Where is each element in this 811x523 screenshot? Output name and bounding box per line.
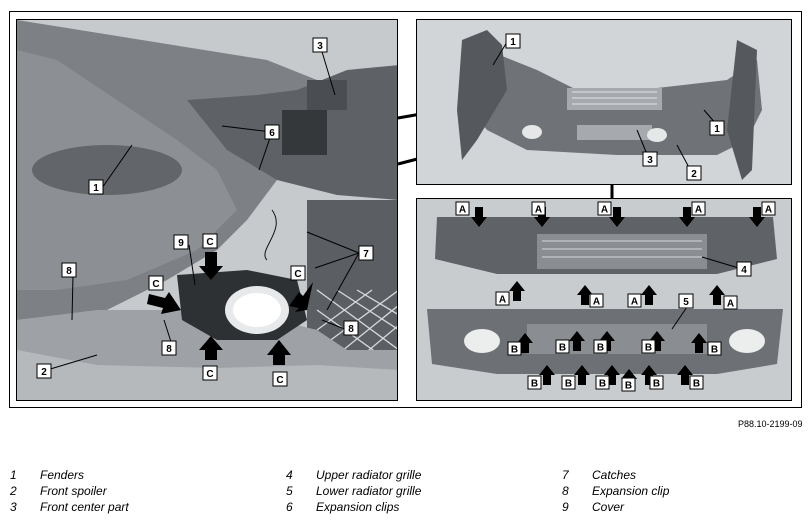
arrow-c-3 <box>199 336 223 360</box>
letter-c: C <box>294 269 301 280</box>
panel-overview: 1 1 3 2 <box>416 19 792 185</box>
front-view-drawing: 4 5 A A A A A A A A A B B B B B B B B B B B <box>417 199 791 400</box>
callout-6: 6 <box>269 128 275 139</box>
clip-letters: A A A A A A A A A B B B B B B B B B B B <box>455 201 776 392</box>
clip-arrow <box>471 207 487 227</box>
callout-2: 2 <box>41 367 47 378</box>
clip-letter-b: B <box>511 345 518 356</box>
clip-letter-b: B <box>653 379 660 390</box>
callout-8: 8 <box>166 344 172 355</box>
clip-arrow <box>677 365 693 385</box>
callout-5: 5 <box>683 297 689 308</box>
clip-letter-a: A <box>727 299 734 310</box>
number-callouts-left: 1 3 6 7 8 8 8 9 2 <box>36 37 374 379</box>
arrow-c-4 <box>267 340 291 365</box>
figure-reference: P88.10-2199-09 <box>738 419 803 429</box>
clip-letter-a: A <box>601 205 608 216</box>
clip-arrow <box>609 207 625 227</box>
callout-1: 1 <box>93 183 99 194</box>
clip-letter-b: B <box>559 343 566 354</box>
callout-3: 3 <box>317 41 323 52</box>
clip-letter-b: B <box>597 343 604 354</box>
clip-arrow <box>569 331 585 351</box>
clip-letter-b: B <box>693 379 700 390</box>
callout-3: 3 <box>647 155 653 166</box>
arrow-c-2 <box>147 292 181 314</box>
letter-c: C <box>206 369 213 380</box>
clip-letter-b: B <box>565 379 572 390</box>
callout-8: 8 <box>348 324 354 335</box>
callout-1: 1 <box>510 37 516 48</box>
letter-c-labels: C C C C C <box>148 233 306 387</box>
clip-letter-b: B <box>625 381 632 392</box>
panel-closeup-left: C C C C C 1 3 6 7 8 8 8 9 <box>16 19 398 401</box>
clip-letter-b: B <box>711 345 718 356</box>
clip-letter-a: A <box>631 297 638 308</box>
callout-2: 2 <box>691 169 697 180</box>
arrow-c-1 <box>199 252 223 280</box>
clip-letter-a: A <box>765 205 772 216</box>
callout-4: 4 <box>741 265 747 276</box>
panel-front-view: 4 5 A A A A A A A A A B B B B B B B B B B B <box>416 198 792 401</box>
letter-c: C <box>276 375 283 386</box>
clip-letter-a: A <box>535 205 542 216</box>
clip-arrow <box>509 281 525 301</box>
clip-letter-a: A <box>459 205 466 216</box>
callout-1: 1 <box>714 124 720 135</box>
callout-9: 9 <box>178 238 184 249</box>
clip-letter-a: A <box>695 205 702 216</box>
clip-arrow <box>577 285 593 305</box>
clip-arrow <box>574 365 590 385</box>
clip-arrow <box>691 333 707 353</box>
clip-arrow <box>679 207 695 227</box>
clip-letter-a: A <box>499 295 506 306</box>
clip-letter-b: B <box>531 379 538 390</box>
closeup-drawing: C C C C C 1 3 6 7 8 8 8 9 <box>17 20 397 400</box>
clip-letter-b: B <box>599 379 606 390</box>
overview-drawing: 1 1 3 2 <box>417 20 791 184</box>
clip-arrow <box>641 285 657 305</box>
clip-arrow <box>539 365 555 385</box>
letter-c: C <box>206 237 213 248</box>
clip-letter-a: A <box>593 297 600 308</box>
callout-7: 7 <box>363 249 369 260</box>
callout-8: 8 <box>66 266 72 277</box>
clip-arrow <box>749 207 765 227</box>
letter-c: C <box>152 279 159 290</box>
arrow-c-5 <box>289 282 313 312</box>
clip-arrow <box>709 285 725 305</box>
clip-letter-b: B <box>645 343 652 354</box>
